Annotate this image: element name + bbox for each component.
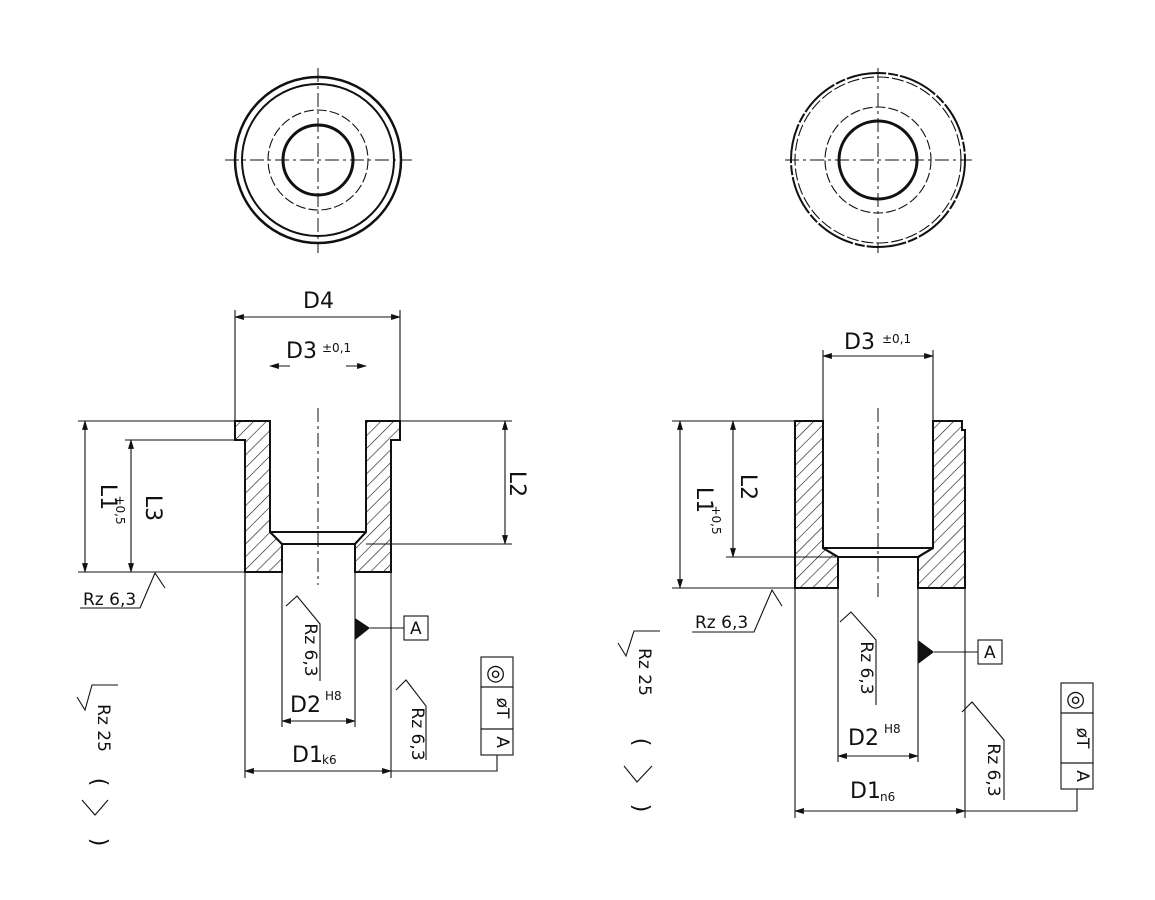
right-d1-label: D1	[850, 779, 881, 804]
left-l1-tol: +0,5	[113, 495, 127, 524]
left-wall-hatch	[234, 420, 283, 573]
right-rz-bore: Rz 6,3	[856, 641, 876, 694]
left-fcf-tol: øT	[492, 698, 512, 719]
left-l3-label: L3	[140, 495, 165, 521]
left-section-view	[234, 408, 401, 585]
right-l2-label: L2	[735, 474, 760, 500]
left-d2-fit: H8	[325, 689, 342, 703]
right-general-rz: Rz 25	[634, 648, 654, 696]
left-fcf-symbol: ◎	[486, 661, 505, 686]
left-d3-label: D3	[286, 339, 317, 364]
right-datum-label: A	[984, 643, 996, 663]
right-fcf-symbol: ◎	[1066, 687, 1085, 712]
right-section-view	[794, 408, 966, 600]
right-rz-face: Rz 6,3	[695, 613, 748, 633]
left-d1-fit: k6	[322, 753, 337, 767]
right-left-wall-hatch	[794, 420, 839, 589]
right-rz-od: Rz 6,3	[983, 743, 1003, 796]
right-d1-fit: n6	[880, 790, 895, 804]
right-l1-label: L1	[691, 487, 716, 513]
left-datum-triangle	[355, 618, 370, 640]
left-rz-od: Rz 6,3	[407, 707, 427, 760]
right-l1-tol: +0,5	[709, 505, 723, 534]
right-general-paren-open: (	[628, 738, 653, 747]
left-fcf-datum: A	[492, 736, 512, 748]
right-datum-triangle	[918, 640, 934, 664]
right-annotations: Rz 6,3 Rz 6,3 Rz 6,3 A ◎ øT A Rz 25 ( )	[617, 588, 1094, 813]
right-wall-hatch	[354, 420, 401, 573]
left-general-paren-close: )	[86, 838, 111, 847]
right-fcf-datum: A	[1072, 770, 1092, 782]
left-datum-label: A	[410, 619, 422, 639]
left-d3-tol: ±0,1	[322, 341, 351, 355]
left-d2-label: D2	[290, 693, 321, 718]
left-rz-bore: Rz 6,3	[300, 623, 320, 676]
left-top-view	[225, 68, 412, 253]
left-d1-label: D1	[292, 743, 323, 768]
right-right-wall-hatch	[917, 420, 966, 589]
right-d3-label: D3	[844, 330, 875, 355]
left-rz-face: Rz 6,3	[83, 590, 136, 610]
right-top-view	[785, 68, 972, 253]
left-annotations: Rz 6,3 Rz 6,3 Rz 6,3 A ◎ øT A Rz 25 ( )	[76, 571, 514, 847]
right-d2-label: D2	[848, 726, 879, 751]
left-l2-label: L2	[504, 471, 529, 497]
left-general-rz: Rz 25	[93, 704, 113, 752]
right-dimensions: D3 ±0,1 L1 +0,5 L2 D2 H8 D1 n6	[672, 330, 966, 818]
right-fcf-tol: øT	[1072, 728, 1092, 749]
right-d2-fit: H8	[884, 722, 901, 736]
right-d3-tol: ±0,1	[882, 332, 911, 346]
left-general-paren-open: (	[86, 778, 111, 787]
left-l1-label: L1	[95, 484, 120, 510]
left-dimensions: D4 D3 ±0,1 L1 +0,5 L3 L2 D2 H8 D1 k6	[78, 289, 529, 778]
right-general-paren-close: )	[628, 804, 653, 813]
left-d4-label: D4	[303, 289, 334, 314]
